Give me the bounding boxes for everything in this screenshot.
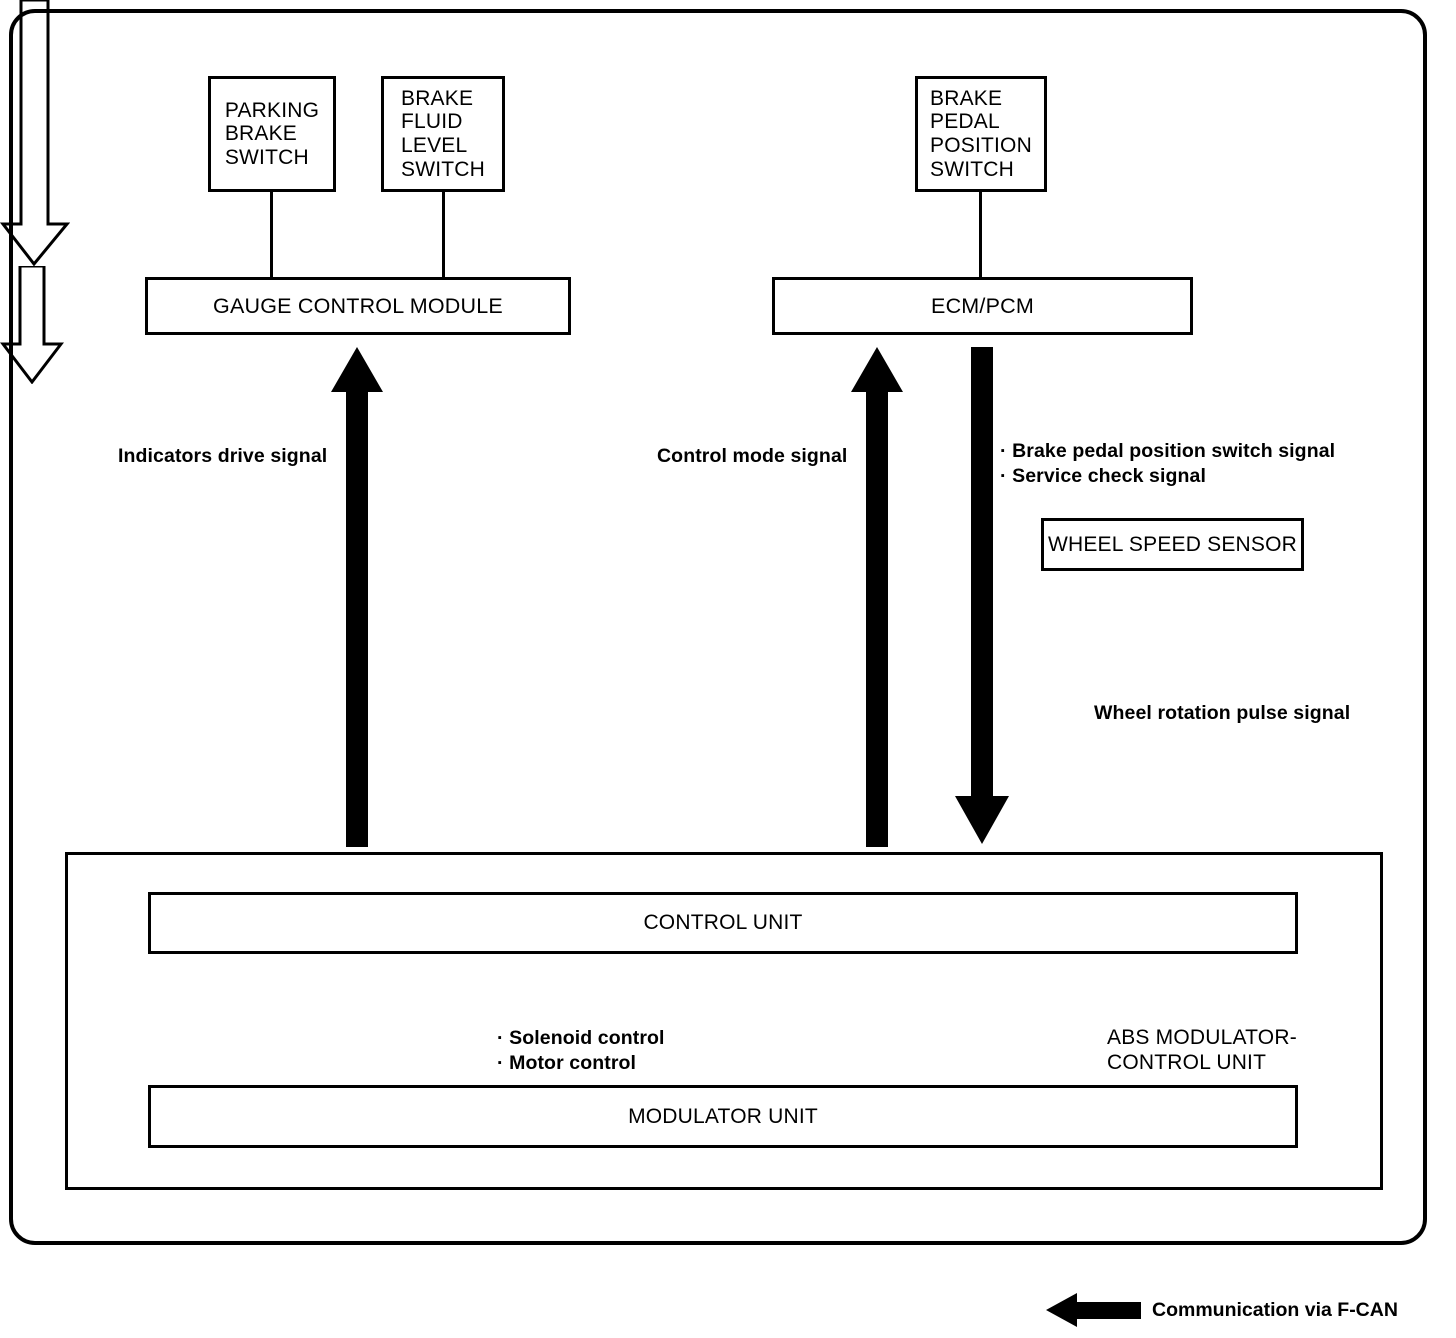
box-control-unit: CONTROL UNIT [148,892,1298,954]
arrow-wheel-rotation-pulse-signal [0,0,70,266]
label-ecm-to-abs-signals-text: · Brake pedal position switch signal · S… [1000,439,1336,488]
box-ecm-pcm-label: ECM/PCM [931,293,1034,318]
label-solenoid-motor-control: · Solenoid control · Motor control [497,1000,665,1077]
box-wheel-speed-sensor-label: WHEEL SPEED SENSOR [1047,532,1298,556]
legend-communication-label-text: Communication via F-CAN [1152,1299,1398,1321]
label-abs-modulator-control-unit: ABS MODULATOR- CONTROL UNIT [1107,1000,1297,1076]
box-control-unit-label: CONTROL UNIT [643,911,803,935]
label-solenoid-motor-control-text: · Solenoid control · Motor control [497,1026,665,1075]
box-ecm-pcm: ECM/PCM [772,277,1193,335]
connector-fluid-level-to-gauge [442,192,445,278]
box-modulator-unit: MODULATOR UNIT [148,1085,1298,1148]
label-ecm-to-abs-signals: · Brake pedal position switch signal · S… [1000,413,1335,490]
box-gauge-control-module-label: GAUGE CONTROL MODULE [213,293,503,318]
arrow-control-mode-signal [850,347,904,847]
box-brake-pedal-position-switch: BRAKE PEDAL POSITION SWITCH [915,76,1047,192]
box-modulator-unit-label: MODULATOR UNIT [628,1104,818,1128]
page-border-frame [9,9,1427,1245]
arrow-ecm-to-abs-signal [954,347,1010,844]
label-wheel-rotation-pulse-signal: Wheel rotation pulse signal [1094,675,1350,726]
arrow-solenoid-motor-control [0,266,64,384]
connector-parking-brake-to-gauge [270,192,273,278]
label-control-mode-signal: Control mode signal [657,418,847,469]
label-indicators-drive-signal: Indicators drive signal [118,418,327,469]
arrow-indicators-drive-signal [330,347,384,847]
box-gauge-control-module: GAUGE CONTROL MODULE [145,277,571,335]
legend-communication-label: Communication via F-CAN [1152,1299,1398,1322]
box-brake-fluid-level-switch: BRAKE FLUID LEVEL SWITCH [381,76,505,192]
box-brake-fluid-level-switch-label: BRAKE FLUID LEVEL SWITCH [400,86,486,181]
label-control-mode-signal-text: Control mode signal [657,444,848,467]
connector-pedal-switch-to-ecm [979,192,982,277]
box-parking-brake-switch-label: PARKING BRAKE SWITCH [224,98,320,169]
legend-left-arrow-icon [1046,1292,1142,1328]
label-wheel-rotation-pulse-signal-text: Wheel rotation pulse signal [1094,701,1351,724]
box-brake-pedal-position-switch-label: BRAKE PEDAL POSITION SWITCH [930,86,1032,181]
box-wheel-speed-sensor: WHEEL SPEED SENSOR [1041,518,1304,571]
box-parking-brake-switch: PARKING BRAKE SWITCH [208,76,336,192]
label-abs-modulator-control-unit-text: ABS MODULATOR- CONTROL UNIT [1107,1026,1297,1075]
label-indicators-drive-signal-text: Indicators drive signal [118,444,328,467]
